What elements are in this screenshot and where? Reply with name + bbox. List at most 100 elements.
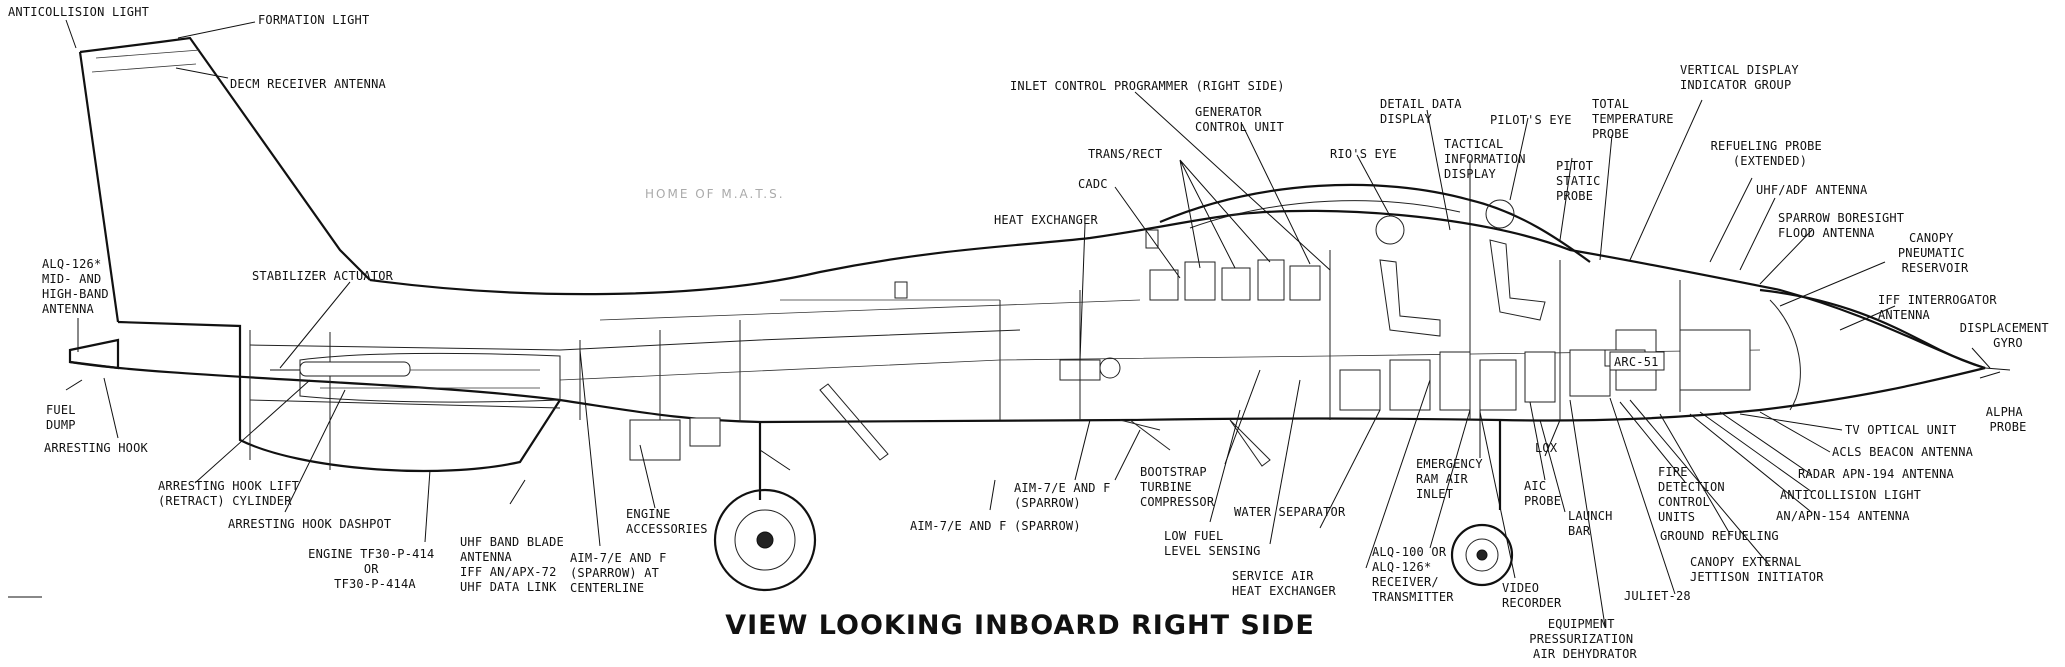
label-line: PROBE	[1556, 189, 1593, 203]
label-line: DISPLACEMENT	[1960, 321, 2049, 335]
label-line: GYRO	[1993, 336, 2023, 350]
label-line: INDICATOR GROUP	[1680, 78, 1791, 92]
svg-text:EQUIPMENT PRESSURIZATION: EQUIPMENT PRESSURIZATION AIR DEHYDRATOR	[1529, 617, 1640, 661]
label-line: JULIET-28	[1624, 589, 1691, 603]
label-line: ALQ-100 OR	[1372, 545, 1447, 559]
label-alq100: ALQ-100 OR ALQ-126* RECEIVER/ TRANSMITTE…	[1372, 545, 1454, 604]
label-aic-probe: AIC PROBE	[1524, 479, 1561, 508]
label-line: DECM RECEIVER ANTENNA	[230, 77, 386, 91]
svg-text:ALQ-126* MID- AND: ALQ-126* MID- AND HIGH-BAND ANTENNA	[42, 257, 116, 316]
svg-text:VIDEO RECORDER: VIDEO RECORDER	[1502, 581, 1562, 610]
label-detail-data-display: DETAIL DATA DISPLAY	[1380, 97, 1469, 126]
label-line: AIR DEHYDRATOR	[1533, 647, 1638, 661]
label-line: DUMP	[46, 418, 76, 432]
label-line: BAR	[1568, 524, 1591, 538]
label-line: UHF DATA LINK	[460, 580, 557, 594]
diagram-title: VIEW LOOKING INBOARD RIGHT SIDE	[725, 610, 1315, 641]
label-iff-interrogator: IFF INTERROGATOR ANTENNA	[1878, 293, 2004, 322]
svg-text:PITOT STATIC PROBE: PITOT STATIC PROBE	[1556, 159, 1608, 203]
label-line: ALQ-126*	[42, 257, 101, 271]
label-engine-accessories: ENGINE ACCESSORIES	[626, 507, 708, 536]
label-tactical-information-display: TACTICAL INFORMATION DISPLAY	[1444, 137, 1533, 181]
label-line: DETECTION	[1658, 480, 1725, 494]
label-line: RESERVOIR	[1902, 261, 1969, 275]
label-line: CENTERLINE	[570, 581, 644, 595]
svg-text:DETAIL DATA DISPLAY: DETAIL DATA DISPLAY	[1380, 97, 1469, 126]
label-line: PILOT'S EYE	[1490, 113, 1572, 127]
label-line: VERTICAL DISPLAY	[1680, 63, 1799, 77]
label-line: IFF INTERROGATOR	[1878, 293, 1997, 307]
label-line: LOX	[1535, 441, 1558, 455]
label-vertical-display: VERTICAL DISPLAY INDICATOR GROUP	[1680, 63, 1806, 92]
svg-text:ARRESTING HOOK DASHPOT: ARRESTING HOOK DASHPOT	[228, 517, 391, 531]
svg-text:REFUELING PROBE (EXTENDE: REFUELING PROBE (EXTENDED)	[1711, 139, 1830, 168]
label-line: LOW FUEL	[1164, 529, 1223, 543]
svg-text:STABILIZER ACTUATOR: STABILIZER ACTUATOR	[252, 269, 394, 283]
label-line: SPARROW BORESIGHT	[1778, 211, 1904, 225]
label-line: EMERGENCY	[1416, 457, 1483, 471]
svg-text:EMERGENCY RAM AIR: EMERGENCY RAM AIR INLET	[1416, 457, 1490, 501]
label-line: ENGINE	[626, 507, 671, 521]
svg-text:LOW FUEL LEVEL SENSING: LOW FUEL LEVEL SENSING	[1164, 529, 1261, 558]
arc51-box	[1609, 351, 1665, 371]
svg-text:GROUND REFUELING: GROUND REFUELING	[1660, 529, 1779, 543]
label-trans-rect: TRANS/RECT	[1088, 147, 1162, 161]
label-line: HEAT EXCHANGER	[994, 213, 1099, 227]
label-pilots-eye: PILOT'S EYE	[1490, 113, 1572, 127]
label-an-apn154: AN/APN-154 ANTENNA	[1776, 509, 1910, 523]
label-line: FIRE	[1658, 465, 1688, 479]
label-line: SERVICE AIR	[1232, 569, 1314, 583]
svg-text:ANTICOLLISION LIGHT: ANTICOLLISION LIGHT	[8, 5, 149, 19]
label-arc51: ARC-51	[1609, 351, 1665, 371]
svg-text:GENERATOR CONTROL UNIT: GENERATOR CONTROL UNIT	[1195, 105, 1284, 134]
label-line: PITOT	[1556, 159, 1593, 173]
label-anticollision-light-top: ANTICOLLISION LIGHT	[8, 5, 149, 19]
label-line: REFUELING PROBE	[1711, 139, 1822, 153]
label-line: UNITS	[1658, 510, 1695, 524]
label-line: DISPLAY	[1444, 167, 1497, 181]
label-line: PNEUMATIC	[1898, 246, 1965, 260]
label-generator-control-unit: GENERATOR CONTROL UNIT	[1195, 105, 1284, 134]
label-canopy-pneumatic: CANOPY PNEUMATIC RESERVOIR	[1898, 231, 1972, 275]
svg-text:AIC PROBE: AIC PROBE	[1524, 479, 1561, 508]
label-decm-receiver-antenna: DECM RECEIVER ANTENNA	[230, 77, 386, 91]
label-aim7-lower: AIM-7/E AND F (SPARROW)	[910, 519, 1081, 533]
label-acls-beacon: ACLS BEACON ANTENNA	[1832, 445, 1974, 459]
svg-text:HEAT EXCHANGER: HEAT EXCHANGER	[994, 213, 1099, 227]
svg-text:TV OPTICAL UNIT: TV OPTICAL UNIT	[1845, 423, 1956, 437]
label-alq126-mid-high-band: ALQ-126* MID- AND HIGH-BAND ANTENNA	[42, 257, 116, 316]
label-line: ANTICOLLISION LIGHT	[1780, 488, 1921, 502]
label-line: CANOPY EXTERNAL	[1690, 555, 1801, 569]
label-arresting-hook-dashpot: ARRESTING HOOK DASHPOT	[228, 517, 391, 531]
label-line: UHF/ADF ANTENNA	[1756, 183, 1868, 197]
label-stabilizer-actuator: STABILIZER ACTUATOR	[252, 269, 394, 283]
label-uhf-band-blade: UHF BAND BLADE ANTENNA IFF AN/APX-72 UHF…	[460, 535, 564, 594]
label-arresting-hook: ARRESTING HOOK	[44, 441, 148, 455]
svg-text:TACTICAL INFORMATION: TACTICAL INFORMATION DISPLAY	[1444, 137, 1533, 181]
landing-gear	[713, 420, 1514, 592]
label-line: TEMPERATURE	[1592, 112, 1674, 126]
label-tv-optical-unit: TV OPTICAL UNIT	[1845, 423, 1956, 437]
label-cadc: CADC	[1078, 177, 1108, 191]
label-line: (EXTENDED)	[1733, 154, 1807, 168]
label-heat-exchanger: HEAT EXCHANGER	[994, 213, 1099, 227]
label-line: GENERATOR	[1195, 105, 1262, 119]
svg-text:CANOPY PNEUMATIC R: CANOPY PNEUMATIC RESERVOIR	[1898, 231, 1972, 275]
svg-text:IFF INTERROGATOR ANTENNA: IFF INTERROGATOR ANTENNA	[1878, 293, 2004, 322]
svg-text:DISPLACEMENT GYRO: DISPLACEMENT GYRO	[1960, 321, 2057, 350]
svg-text:VERTICAL DISPLAY INDICAT: VERTICAL DISPLAY INDICATOR GROUP	[1680, 63, 1806, 92]
svg-text:SPARROW BORESIGHT FLOOD: SPARROW BORESIGHT FLOOD ANTENNA	[1778, 211, 1912, 240]
label-canopy-external: CANOPY EXTERNAL JETTISON INITIATOR	[1690, 555, 1824, 584]
label-line: ACCESSORIES	[626, 522, 708, 536]
svg-text:LOX: LOX	[1535, 441, 1558, 455]
label-line: HIGH-BAND	[42, 287, 109, 301]
label-line: INLET	[1416, 487, 1453, 501]
label-line: WATER SEPARATOR	[1234, 505, 1346, 519]
label-line: ACLS BEACON ANTENNA	[1832, 445, 1974, 459]
label-line: RADAR APN-194 ANTENNA	[1798, 467, 1954, 481]
label-line: CADC	[1078, 177, 1108, 191]
label-line: ALPHA	[1986, 405, 2024, 419]
airframe-outline	[68, 36, 2011, 473]
label-line: BOOTSTRAP	[1140, 465, 1207, 479]
svg-text:AIM-7/E AND F (SPARROW): AIM-7/E AND F (SPARROW)	[910, 519, 1081, 533]
